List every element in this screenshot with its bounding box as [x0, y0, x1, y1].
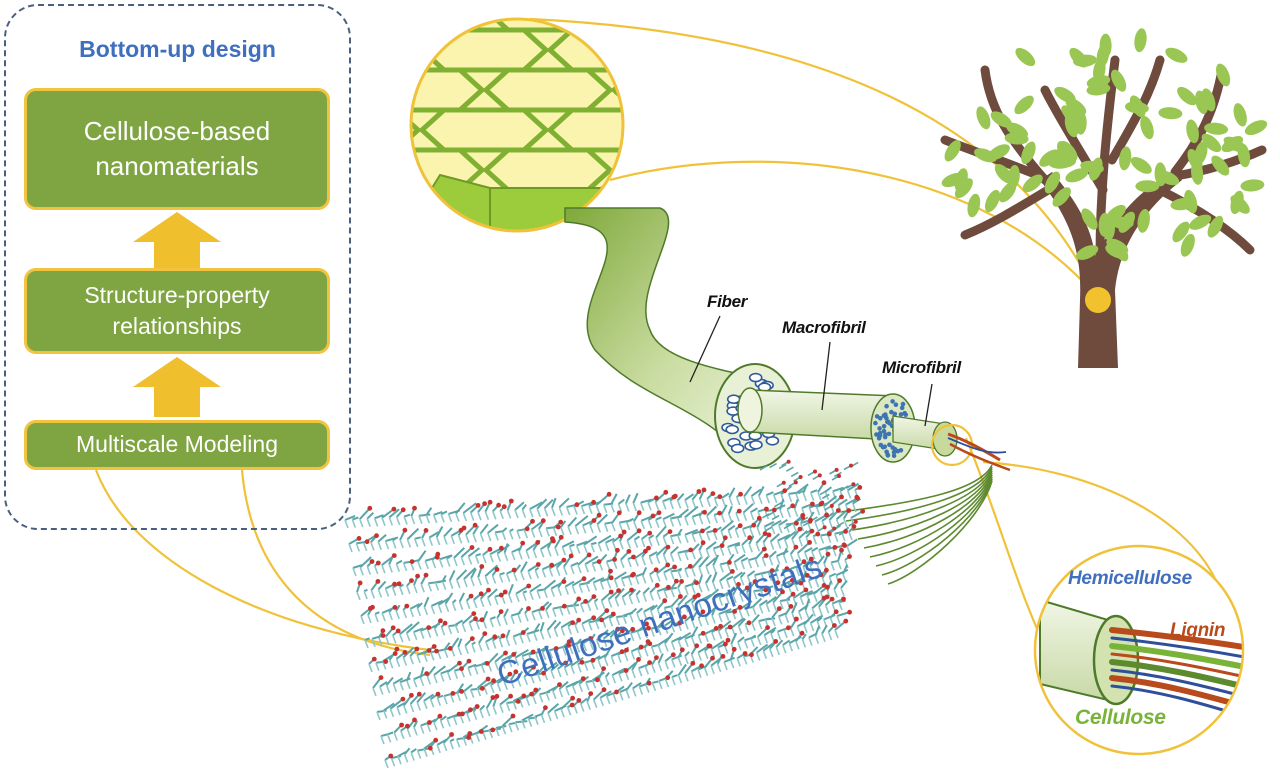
label-leader-lines [689, 315, 933, 427]
cellulose-nanocrystal-lattice [344, 459, 866, 769]
fiber-structure [564, 207, 1011, 585]
nanofibril-strands [839, 464, 993, 585]
plant-cell-zoom [409, 17, 625, 233]
tree-sample-point [1085, 287, 1111, 313]
fibril-composition-zoom [1033, 544, 1245, 756]
connector-lines [94, 17, 1220, 661]
tree-illustration [940, 28, 1268, 368]
tree-leaves [941, 28, 1268, 262]
